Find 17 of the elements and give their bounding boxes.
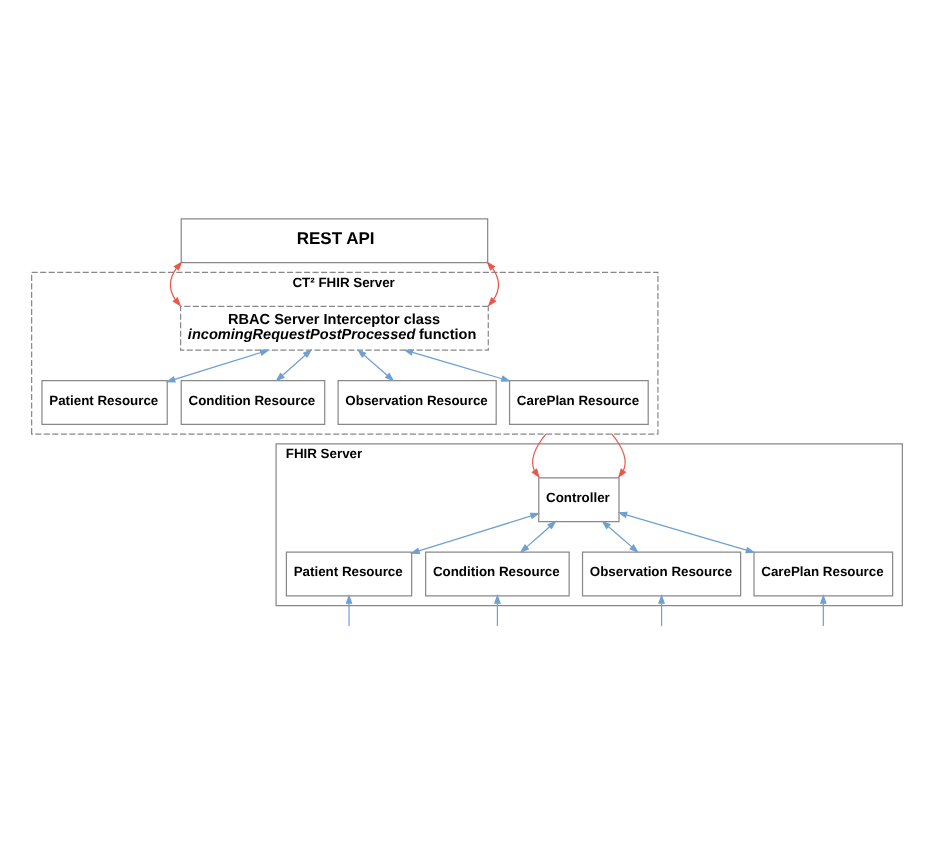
arrow <box>403 349 511 382</box>
arrow <box>409 512 541 555</box>
arrow <box>519 520 557 554</box>
arrow <box>356 349 395 382</box>
arrow <box>658 594 665 627</box>
arrow <box>165 349 270 383</box>
arrow <box>531 433 547 479</box>
arrow <box>169 261 183 307</box>
arrow <box>617 511 756 554</box>
arrow <box>486 261 499 307</box>
arrow <box>494 594 501 627</box>
arrow <box>819 594 827 627</box>
arrow <box>601 520 639 553</box>
arrow <box>611 433 627 479</box>
arrow <box>275 349 313 382</box>
node-box: REST API <box>180 218 489 264</box>
arrow <box>345 594 353 627</box>
